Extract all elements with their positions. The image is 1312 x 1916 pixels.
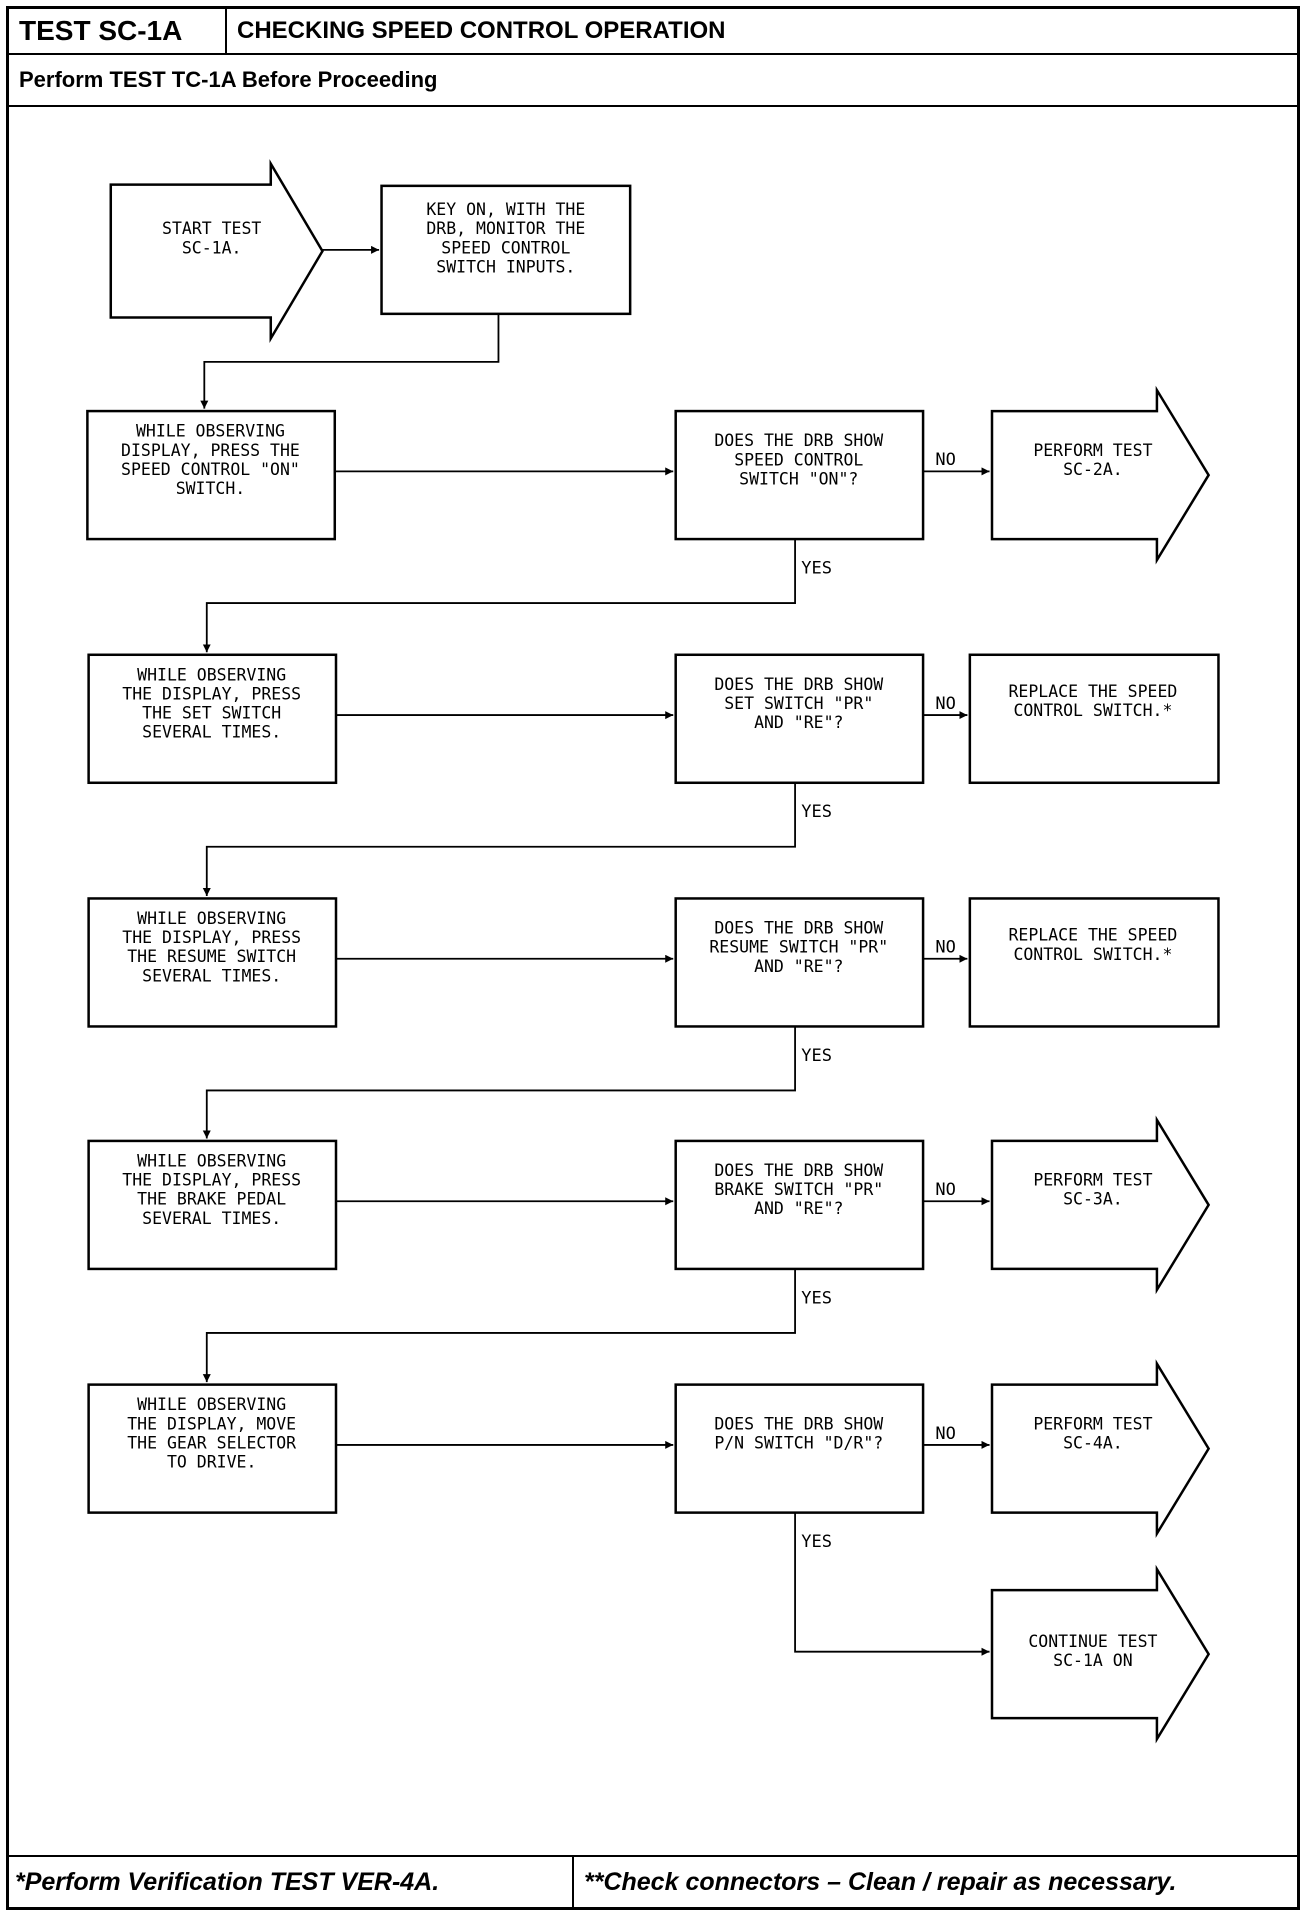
connector-yes-4 (202, 1268, 796, 1383)
action-text-4-line-3: THE BRAKE PEDAL (137, 1190, 286, 1209)
decision-text-1-line-2: SPEED CONTROL (734, 450, 863, 469)
action-text-1-line-1: WHILE OBSERVING (136, 422, 285, 441)
continue-text-line-1: CONTINUE TEST (1028, 1632, 1157, 1651)
decision-text-2-line-1: DOES THE DRB SHOW (714, 675, 883, 694)
action-box-2 (87, 653, 338, 785)
test-id: TEST SC-1A (9, 9, 227, 53)
key-on-text-line-3: SPEED CONTROL (441, 238, 570, 257)
action-text-1-line-4: SWITCH. (176, 479, 246, 498)
decision-text-5-line-1: DOES THE DRB SHOW (714, 1414, 883, 1433)
decision-text-1-line-3: SWITCH "ON"? (739, 469, 858, 488)
action-text-3-line-2: THE DISPLAY, PRESS (122, 928, 301, 947)
key-on-text-line-4: SWITCH INPUTS. (436, 257, 575, 276)
no-result-text-4-line-2: SC-3A. (1063, 1190, 1123, 1209)
action-box-4 (87, 1139, 338, 1271)
action-text-4-line-4: SEVERAL TIMES. (142, 1209, 281, 1228)
action-text-5-line-4: TO DRIVE. (167, 1452, 256, 1471)
footer-bar: *Perform Verification TEST VER-4A. **Che… (9, 1855, 1297, 1907)
action-text-1-line-3: SPEED CONTROL "ON" (121, 460, 300, 479)
no-result-text-1-line-2: SC-2A. (1063, 460, 1123, 479)
action-text-3-line-1: WHILE OBSERVING (137, 909, 286, 928)
decision-text-3-line-3: AND "RE"? (754, 957, 843, 976)
start-text-line-2: SC-1A. (182, 238, 242, 257)
yes-label-3: YES (801, 1046, 832, 1066)
action-text-4-line-1: WHILE OBSERVING (137, 1152, 286, 1171)
connector-yes-2 (202, 782, 796, 896)
action-box-1 (86, 409, 337, 541)
no-result-terminal-4 (990, 1115, 1211, 1295)
decision-text-4-line-2: BRAKE SWITCH "PR" (714, 1180, 883, 1199)
key-on-text-line-2: DRB, MONITOR THE (426, 219, 585, 238)
no-result-text-3-line-1: REPLACE THE SPEED (1008, 926, 1177, 945)
no-label-5: NO (935, 1424, 955, 1444)
no-result-box-2 (968, 653, 1220, 785)
decision-text-4-line-3: AND "RE"? (754, 1199, 843, 1218)
decision-box-2 (674, 653, 925, 785)
action-box-3 (87, 897, 338, 1028)
continue-terminal (990, 1564, 1211, 1744)
key-on-box (380, 184, 632, 316)
no-label-4: NO (935, 1180, 955, 1200)
decision-text-2-line-3: AND "RE"? (754, 713, 843, 732)
decision-text-5-line-2: P/N SWITCH "D/R"? (714, 1433, 883, 1452)
action-text-2-line-1: WHILE OBSERVING (137, 665, 286, 684)
no-result-text-2-line-1: REPLACE THE SPEED (1008, 682, 1177, 701)
action-text-1-line-2: DISPLAY, PRESS THE (121, 441, 300, 460)
no-result-terminal-1 (990, 385, 1211, 565)
test-title: CHECKING SPEED CONTROL OPERATION (237, 17, 726, 44)
test-procedure-sheet: TEST SC-1A CHECKING SPEED CONTROL OPERAT… (6, 6, 1300, 1910)
decision-text-1-line-1: DOES THE DRB SHOW (714, 431, 883, 450)
start-text-line-1: START TEST (162, 219, 261, 238)
no-result-text-5-line-2: SC-4A. (1063, 1433, 1123, 1452)
action-text-2-line-3: THE SET SWITCH (142, 704, 281, 723)
action-text-5-line-1: WHILE OBSERVING (137, 1395, 286, 1414)
no-label-1: NO (935, 450, 955, 470)
action-text-3-line-3: THE RESUME SWITCH (127, 947, 296, 966)
footer-note-connectors: **Check connectors – Clean / repair as n… (584, 1868, 1177, 1896)
connector-yes-5 (794, 1512, 990, 1656)
prerequisite-note: Perform TEST TC-1A Before Proceeding (9, 55, 1297, 107)
action-text-2-line-4: SEVERAL TIMES. (142, 723, 281, 742)
no-result-text-1-line-1: PERFORM TEST (1033, 441, 1152, 460)
decision-box-5 (674, 1383, 925, 1514)
no-result-text-5-line-1: PERFORM TEST (1033, 1414, 1152, 1433)
connector-key-on-to-action (200, 313, 500, 409)
action-text-4-line-2: THE DISPLAY, PRESS (122, 1171, 301, 1190)
start-terminal (109, 159, 324, 344)
yes-label-5: YES (801, 1532, 832, 1552)
decision-box-3 (674, 897, 925, 1028)
yes-label-4: YES (801, 1288, 832, 1308)
action-box-5 (87, 1383, 338, 1514)
decision-box-1 (674, 409, 925, 541)
action-text-3-line-4: SEVERAL TIMES. (142, 966, 281, 985)
no-result-text-2-line-2: CONTROL SWITCH.* (1013, 701, 1172, 720)
decision-text-2-line-2: SET SWITCH "PR" (724, 694, 873, 713)
key-on-text-line-1: KEY ON, WITH THE (426, 200, 585, 219)
footer-note-verification: *Perform Verification TEST VER-4A. (9, 1857, 574, 1907)
no-label-2: NO (935, 694, 955, 714)
yes-label-2: YES (801, 802, 832, 822)
action-text-5-line-3: THE GEAR SELECTOR (127, 1433, 296, 1452)
yes-label-1: YES (801, 559, 832, 579)
decision-text-3-line-2: RESUME SWITCH "PR" (709, 938, 888, 957)
action-text-5-line-2: THE DISPLAY, MOVE (127, 1414, 296, 1433)
connector-yes-3 (202, 1026, 796, 1139)
no-result-text-4-line-1: PERFORM TEST (1033, 1171, 1152, 1190)
continue-text-line-2: SC-1A ON (1053, 1651, 1132, 1670)
decision-text-4-line-1: DOES THE DRB SHOW (714, 1161, 883, 1180)
connector-yes-1 (202, 539, 796, 653)
no-result-box-3 (968, 897, 1220, 1028)
header-bar: TEST SC-1A CHECKING SPEED CONTROL OPERAT… (9, 9, 1297, 55)
decision-text-3-line-1: DOES THE DRB SHOW (714, 919, 883, 938)
no-label-3: NO (935, 938, 955, 958)
action-text-2-line-2: THE DISPLAY, PRESS (122, 684, 301, 703)
no-result-text-3-line-2: CONTROL SWITCH.* (1013, 945, 1172, 964)
no-result-terminal-5 (990, 1359, 1211, 1538)
decision-box-4 (674, 1139, 925, 1271)
